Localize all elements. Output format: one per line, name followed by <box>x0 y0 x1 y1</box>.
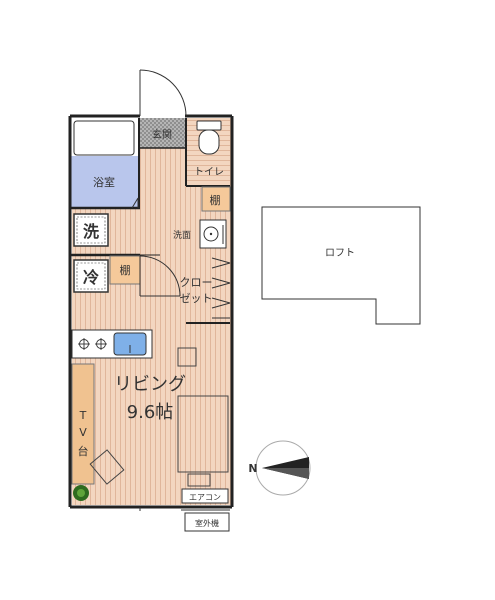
bath-area <box>70 155 138 208</box>
walls <box>68 114 234 509</box>
entrance-floor <box>140 118 186 148</box>
washbasin <box>199 219 227 249</box>
toilet-label: トイレ <box>194 167 224 178</box>
fridge-label: 冷 <box>83 268 99 287</box>
tv-label-3: 台 <box>78 444 89 458</box>
washroom-door <box>139 255 181 297</box>
loft-label: ロフト <box>325 248 355 259</box>
chair-top <box>177 347 197 367</box>
loft-outline <box>261 206 421 325</box>
aircon-box <box>181 488 229 504</box>
shelf-upper-label: 棚 <box>210 193 221 207</box>
bath-label: 浴室 <box>93 175 115 189</box>
entrance-door <box>139 69 187 117</box>
living-chair <box>89 449 125 485</box>
closet-label-2: ゼット <box>180 292 213 305</box>
entrance-label: 玄関 <box>152 128 172 141</box>
tv-stand <box>71 363 95 485</box>
desk-chair <box>187 473 211 487</box>
living-label: リビング <box>114 374 186 395</box>
washer-label: 洗 <box>83 222 99 241</box>
closet-label-1: クロー <box>180 276 213 289</box>
living-size-label: 9.6帖 <box>127 402 174 423</box>
sink <box>113 332 147 356</box>
washroom-label: 洗面 <box>173 229 191 241</box>
fridge-box <box>73 259 109 293</box>
toilet-fixture <box>196 120 222 155</box>
desk <box>177 395 229 473</box>
tv-label-1: T <box>79 409 87 422</box>
outdoor-unit-box <box>184 512 230 532</box>
compass-north-label: N <box>248 462 257 475</box>
tv-label-2: V <box>79 426 87 439</box>
aircon-label: エアコン <box>189 493 221 502</box>
compass <box>255 440 311 496</box>
bathtub <box>73 120 135 156</box>
plant-icon <box>73 485 89 501</box>
shelf-upper-box <box>201 186 231 212</box>
washer-box <box>73 213 109 247</box>
closet-doors <box>211 257 231 319</box>
shelf-lower-label: 棚 <box>120 263 131 277</box>
stove-icon <box>78 338 107 350</box>
outdoor-unit-label: 室外機 <box>195 518 219 528</box>
